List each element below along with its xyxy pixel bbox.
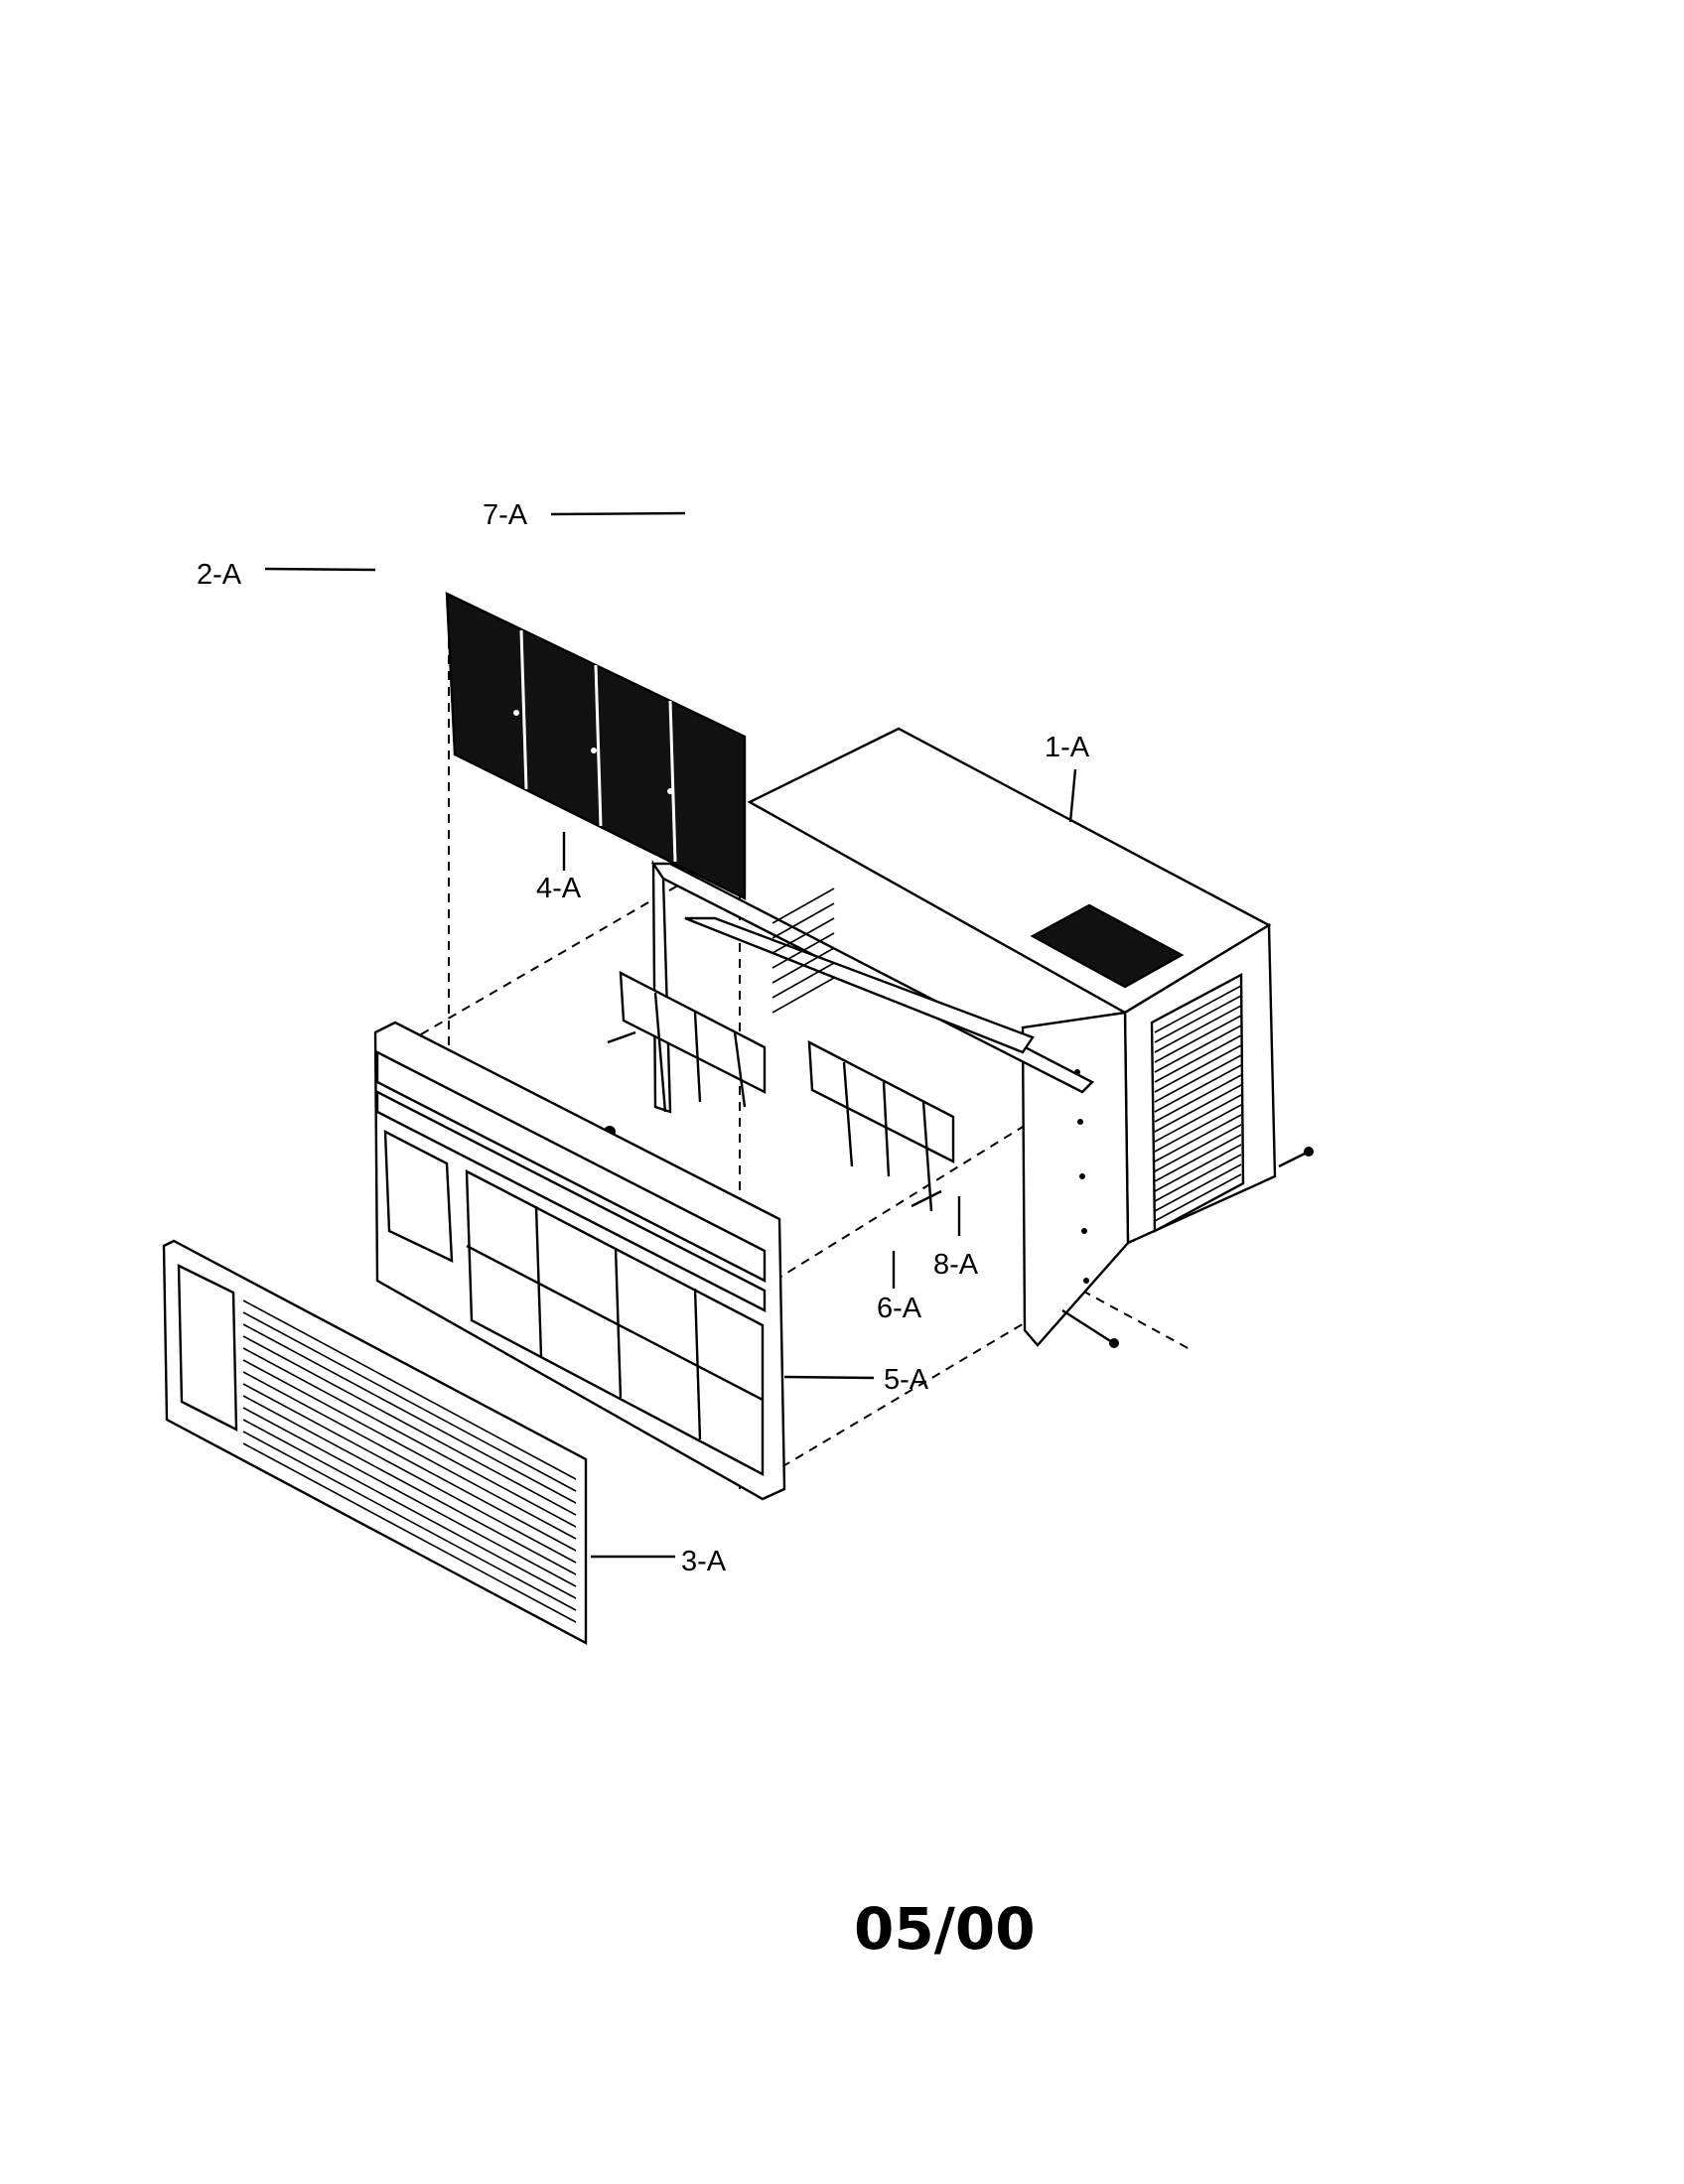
grille-3a (162, 1239, 588, 1645)
grille-louvres (242, 1299, 577, 1623)
screw-bottom (1061, 1308, 1119, 1348)
side-louvres (1150, 973, 1245, 1233)
front-panel-2a (373, 1021, 786, 1501)
callout-1a: 1-A (1045, 732, 1090, 763)
louvre-set-8a (807, 1039, 955, 1212)
screw-right (1278, 1147, 1314, 1168)
callout-4a: 4-A (536, 873, 582, 904)
revision-date: 05/00 (854, 1895, 1036, 1963)
leader-lines (264, 511, 1077, 1559)
callout-6a: 6-A (877, 1293, 922, 1324)
callout-2a: 2-A (197, 559, 242, 591)
filter-window-grid (465, 1168, 765, 1476)
callout-8a: 8-A (933, 1249, 979, 1281)
top-vent-grille (1030, 903, 1185, 989)
cabinet-1a (650, 727, 1314, 1348)
inner-vent (772, 887, 835, 1014)
callout-3a: 3-A (681, 1546, 727, 1577)
filter-4a (445, 592, 747, 900)
louvre-set-7a (604, 970, 767, 1138)
callout-7a: 7-A (483, 499, 528, 531)
callout-5a: 5-A (884, 1364, 929, 1396)
